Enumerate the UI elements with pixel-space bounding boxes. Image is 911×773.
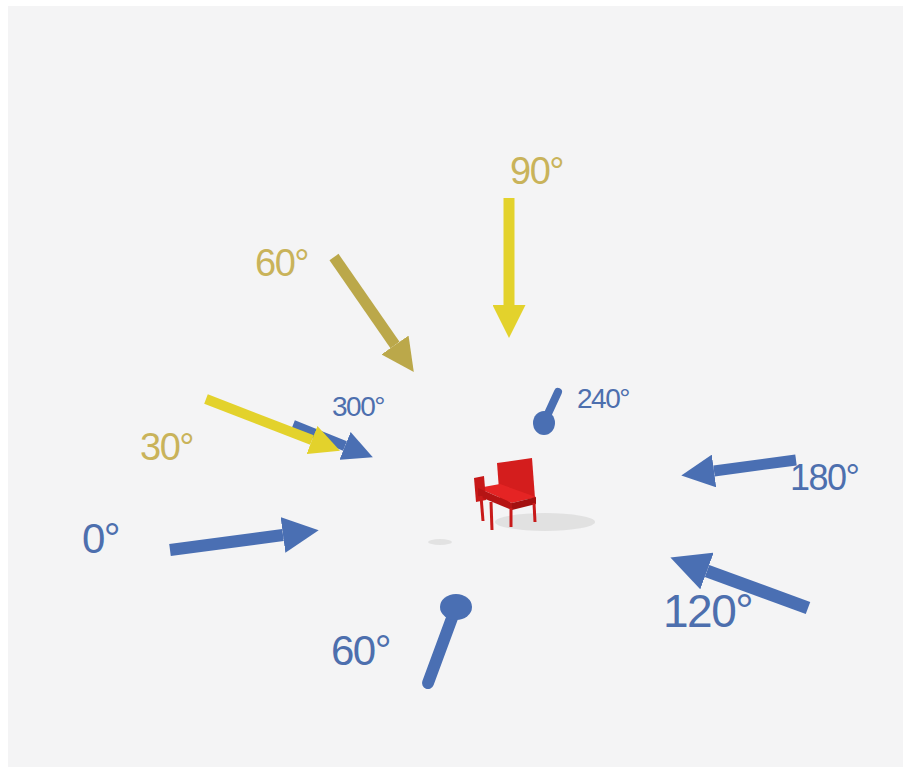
azimuth-arrow-head — [533, 411, 555, 435]
angle-label: 300° — [332, 393, 384, 421]
angle-label: 60° — [255, 244, 308, 282]
angle-label: 0° — [82, 518, 119, 560]
angle-label: 180° — [790, 460, 858, 496]
angle-label: 60° — [331, 630, 390, 672]
chair-leg — [510, 508, 513, 527]
floor-shadow — [428, 539, 452, 545]
background-panel — [8, 6, 903, 767]
azimuth-arrow — [428, 618, 452, 683]
chair-illustration — [474, 458, 536, 530]
angle-label: 90° — [510, 152, 563, 190]
chair-seat-side — [512, 497, 536, 510]
elevation-arrow — [504, 198, 515, 305]
azimuth-arrow — [170, 535, 283, 550]
azimuth-arrow — [714, 460, 796, 471]
elevation-arrow — [206, 399, 312, 440]
elevation-arrow — [334, 257, 395, 345]
chair-leg — [534, 503, 535, 522]
chair-leg — [481, 496, 483, 521]
chair-leg — [491, 502, 492, 530]
angle-label: 30° — [140, 428, 193, 466]
azimuth-arrow-head — [440, 594, 472, 620]
angle-label: 240° — [577, 385, 629, 413]
angle-label: 120° — [663, 588, 752, 634]
